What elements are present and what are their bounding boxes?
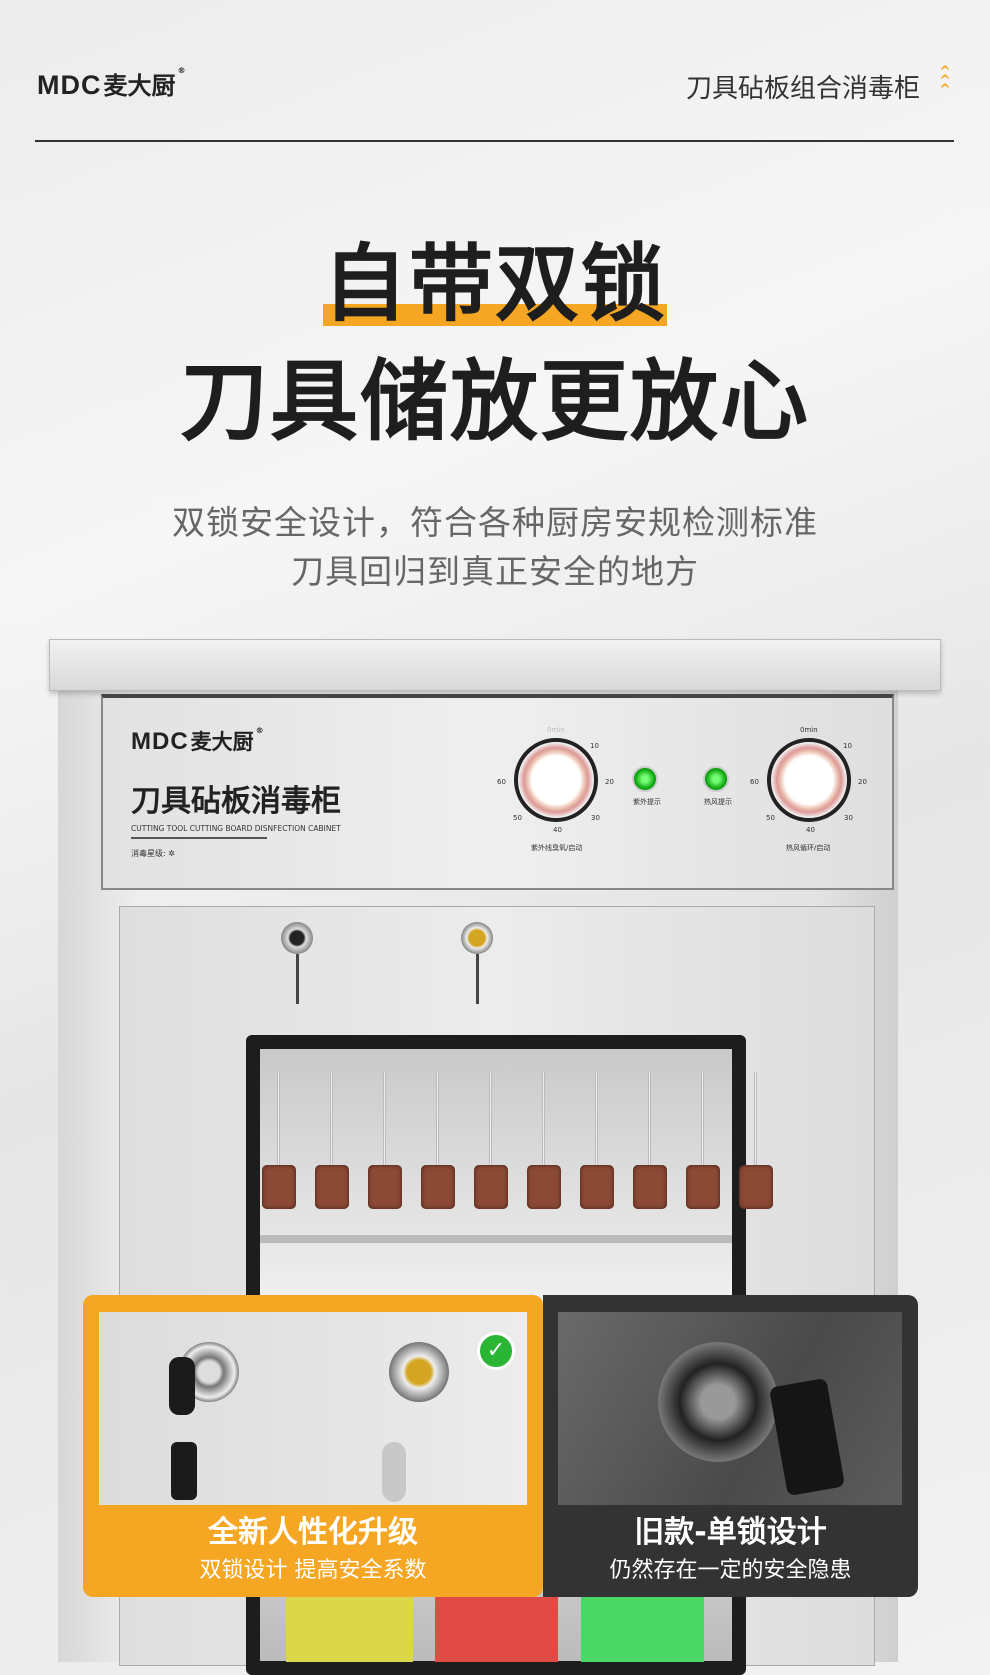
- knife-blade: [383, 1072, 386, 1172]
- uv-dial-label: 紫外线臭氧/启动: [531, 844, 583, 852]
- single-lock-image: [558, 1312, 902, 1505]
- dial-tick: 0min: [800, 726, 818, 734]
- knife-blade: [489, 1072, 492, 1172]
- lock-icon[interactable]: [461, 922, 493, 954]
- dual-lock-image: ✓: [99, 1312, 527, 1505]
- check-circle-icon: ✓: [477, 1332, 515, 1370]
- knife-handle: [527, 1165, 561, 1209]
- subtitle-2: 刀具回归到真正安全的地方: [291, 552, 699, 591]
- cutting-board-red: [435, 1597, 558, 1662]
- product-name: 刀具砧板消毒柜: [131, 784, 341, 819]
- brand-logo: MDC 麦大厨 ®: [37, 66, 186, 101]
- dial-tick: 10: [590, 742, 599, 750]
- knife-blade: [330, 1072, 333, 1172]
- product-name-en: CUTTING TOOL CUTTING BOARD DISNFECTION C…: [131, 824, 341, 839]
- dial-tick: 0min: [547, 726, 565, 734]
- knife-blade: [542, 1072, 545, 1172]
- logo-en: MDC: [37, 70, 102, 100]
- header-title: 刀具砧板组合消毒柜: [685, 74, 920, 104]
- subtitle-1: 双锁安全设计，符合各种厨房安规检测标准: [172, 503, 818, 542]
- knife-handle: [421, 1165, 455, 1209]
- key-icon: [476, 954, 479, 1004]
- knife-handle: [262, 1165, 296, 1209]
- old-design-card: 旧款-单锁设计 仍然存在一定的安全隐患: [543, 1295, 918, 1597]
- rating: 消毒星级: ✲: [131, 849, 175, 858]
- dial-tick: 40: [553, 826, 562, 834]
- uv-timer-dial[interactable]: [514, 738, 598, 822]
- dial-tick: 30: [844, 814, 853, 822]
- logo-reg: ®: [177, 66, 186, 75]
- hot-air-timer-dial[interactable]: [767, 738, 851, 822]
- knife-blade: [277, 1072, 280, 1172]
- lock-icon[interactable]: [281, 922, 313, 954]
- knife-handle: [686, 1165, 720, 1209]
- logo-cn: 麦大厨: [103, 72, 176, 100]
- old-design-subtitle: 仍然存在一定的安全隐患: [609, 1558, 852, 1583]
- hot-air-dial-label: 热风循环/启动: [786, 844, 831, 852]
- dial-tick: 50: [513, 814, 522, 822]
- knife-handle: [315, 1165, 349, 1209]
- knife-handle: [474, 1165, 508, 1209]
- dial-tick: 10: [843, 742, 852, 750]
- control-panel: MDC 麦大厨 ® 刀具砧板消毒柜 CUTTING TOOL CUTTING B…: [101, 694, 894, 890]
- knife-blade: [648, 1072, 651, 1172]
- header-divider: [35, 140, 954, 142]
- cutting-board-green: [581, 1597, 704, 1662]
- old-design-title: 旧款-单锁设计: [634, 1515, 827, 1550]
- new-design-subtitle: 双锁设计 提高安全系数: [199, 1558, 427, 1583]
- panel-logo-en: MDC: [131, 728, 189, 755]
- knife-blade: [436, 1072, 439, 1172]
- cabinet-top: [49, 639, 941, 691]
- knife-handle: [633, 1165, 667, 1209]
- dial-tick: 60: [750, 778, 759, 786]
- dial-tick: 20: [605, 778, 614, 786]
- uv-indicator-led: [632, 766, 658, 792]
- new-design-title: 全新人性化升级: [208, 1515, 418, 1550]
- dial-tick: 40: [806, 826, 815, 834]
- dial-tick: 60: [497, 778, 506, 786]
- key-icon: [296, 954, 299, 1004]
- new-design-card: ✓ 全新人性化升级 双锁设计 提高安全系数: [83, 1295, 543, 1597]
- dial-tick: 30: [591, 814, 600, 822]
- panel-logo-reg: ®: [255, 726, 264, 735]
- knife-handle: [580, 1165, 614, 1209]
- triple-chevron-up-icon: ^^^: [939, 64, 951, 98]
- panel-logo-cn: 麦大厨: [190, 730, 254, 754]
- panel-logo: MDC 麦大厨 ®: [131, 726, 264, 756]
- knife-blade: [595, 1072, 598, 1172]
- hot-air-led-label: 热风提示: [704, 798, 732, 806]
- knife-handle: [739, 1165, 773, 1209]
- hot-air-indicator-led: [703, 766, 729, 792]
- headline-2: 刀具储放更放心: [179, 350, 810, 453]
- dial-tick: 20: [858, 778, 867, 786]
- cutting-board-yellow: [286, 1597, 413, 1662]
- uv-led-label: 紫外提示: [633, 798, 661, 806]
- headline-1: 自带双锁: [322, 235, 668, 333]
- knife-handle: [368, 1165, 402, 1209]
- knife-blade: [754, 1072, 757, 1172]
- dial-tick: 50: [766, 814, 775, 822]
- shelf: [260, 1235, 732, 1243]
- knife-blade: [701, 1072, 704, 1172]
